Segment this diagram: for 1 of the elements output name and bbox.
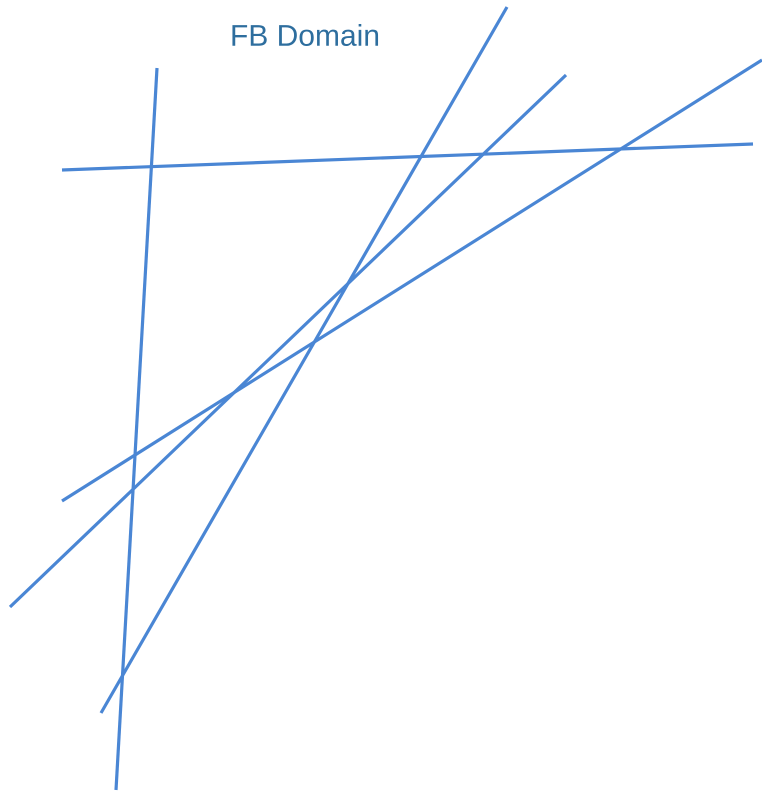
title: FB Domain: [232, 24, 378, 46]
